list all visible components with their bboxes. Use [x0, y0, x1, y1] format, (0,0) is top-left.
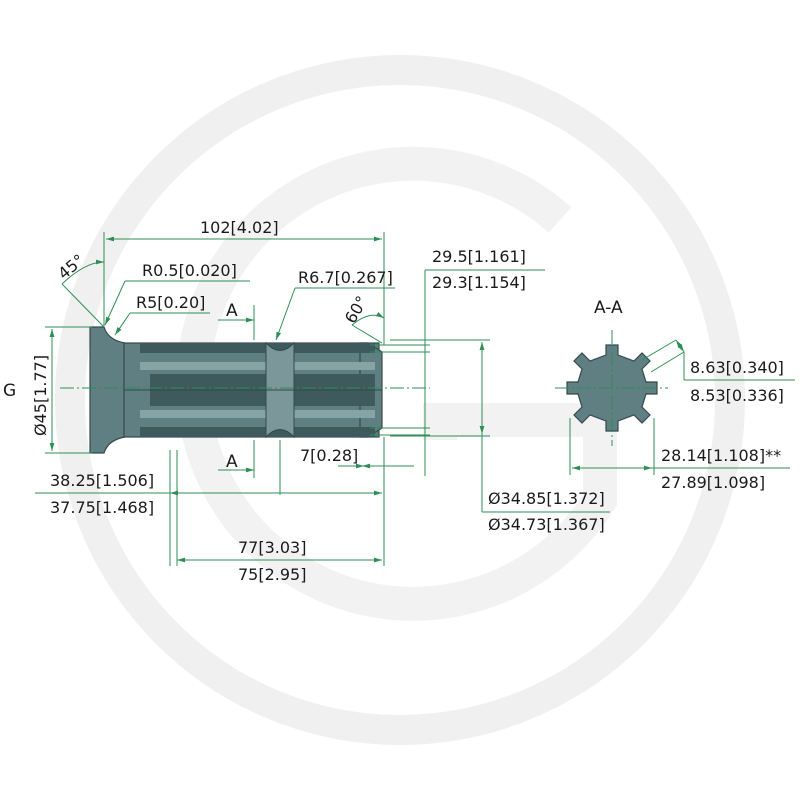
- dim-spline-len-min: 29.3[1.154]: [432, 273, 526, 292]
- dim-minor-dia-max: 28.14[1.108]**: [661, 446, 781, 465]
- section-mark-bottom: A: [226, 452, 238, 472]
- dim-groove-width: 7[0.28]: [300, 446, 358, 465]
- dim-flange-dia: Ø45[1.77]: [31, 355, 50, 436]
- angle-60-label: 60°: [341, 293, 372, 327]
- section-title: A-A: [594, 298, 623, 318]
- dim-overall-length: 102[4.02]: [200, 218, 279, 237]
- dim-spline-len-max: 29.5[1.161]: [432, 247, 526, 266]
- dim-flange-pos-max: 38.25[1.506]: [50, 471, 154, 490]
- section-view: [555, 330, 795, 475]
- dim-key-width-max: 8.63[0.340]: [690, 358, 784, 377]
- dim-minor-dia-min: 27.89[1.098]: [661, 473, 765, 492]
- section-mark-top: A: [226, 301, 238, 321]
- spline-ridge-bottom: [140, 427, 375, 437]
- dim-key-width-min: 8.53[0.336]: [690, 386, 784, 405]
- dim-flange-pos-min: 37.75[1.468]: [50, 498, 154, 517]
- dim-spline-od-max: Ø34.85[1.372]: [488, 489, 605, 508]
- spline-ridge-top: [140, 343, 375, 353]
- shaft-body: [89, 326, 383, 454]
- dim-shaft-len-min: 75[2.95]: [238, 565, 306, 584]
- spline-ridge-lower: [140, 410, 375, 418]
- g-mark: G: [3, 381, 16, 401]
- dimension-lines: [35, 232, 610, 566]
- dim-shaft-len-max: 77[3.03]: [238, 538, 306, 557]
- dim-groove-r67: R6.7[0.267]: [298, 268, 393, 287]
- dim-spline-od-min: Ø34.73[1.367]: [488, 515, 605, 534]
- dim-fillet-r05: R0.5[0.020]: [142, 261, 237, 280]
- flange: [89, 326, 126, 454]
- spline-ridge-upper: [140, 362, 375, 370]
- dim-fillet-r5: R5[0.20]: [136, 293, 205, 312]
